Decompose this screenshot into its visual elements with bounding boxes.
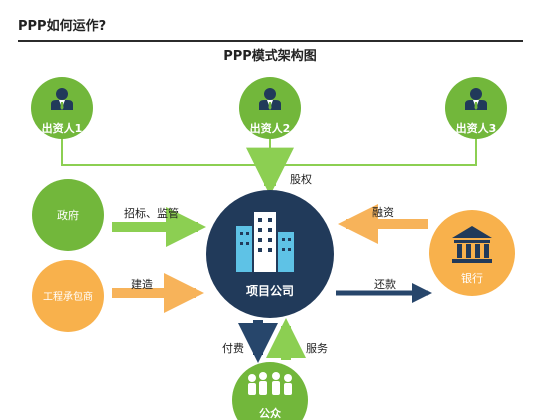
investor-label-2: 出资人2: [250, 121, 291, 135]
building-icon: [236, 212, 294, 272]
payment-label: 付费: [222, 342, 244, 355]
government-label: 政府: [57, 208, 79, 222]
crowd-icon: [248, 372, 292, 395]
company-label: 项目公司: [246, 284, 294, 298]
investor-node-2: 出资人2: [239, 77, 301, 139]
repayment-label: 还款: [374, 277, 396, 291]
government-node: 政府: [32, 179, 104, 251]
construction-label: 建造: [131, 277, 153, 291]
investor-node-1: 出资人1: [31, 77, 93, 139]
bank-label: 银行: [461, 271, 483, 285]
bank-icon: [452, 226, 492, 263]
bank-node: 银行: [429, 210, 515, 296]
equity-label: 股权: [290, 173, 312, 186]
government-circle: [32, 179, 104, 251]
service-label: 服务: [306, 342, 328, 355]
investor-label-1: 出资人1: [42, 121, 83, 135]
page-title: PPP如何运作?: [18, 19, 107, 34]
contractor-label: 工程承包商: [43, 290, 93, 303]
bank-circle: [429, 210, 515, 296]
company-node: 项目公司: [206, 190, 334, 318]
page-header: PPP如何运作?: [18, 14, 523, 42]
investor-node-3: 出资人3: [445, 77, 507, 139]
financing-label: 融资: [372, 206, 394, 219]
public-label: 公众: [259, 406, 282, 420]
bidding-label: 招标、监管: [124, 206, 179, 220]
public-node: 公众: [232, 362, 308, 420]
contractor-node: 工程承包商: [32, 260, 104, 332]
investor-label-3: 出资人3: [456, 121, 497, 135]
diagram-title: PPP模式架构图: [223, 48, 317, 64]
contractor-circle: [32, 260, 104, 332]
